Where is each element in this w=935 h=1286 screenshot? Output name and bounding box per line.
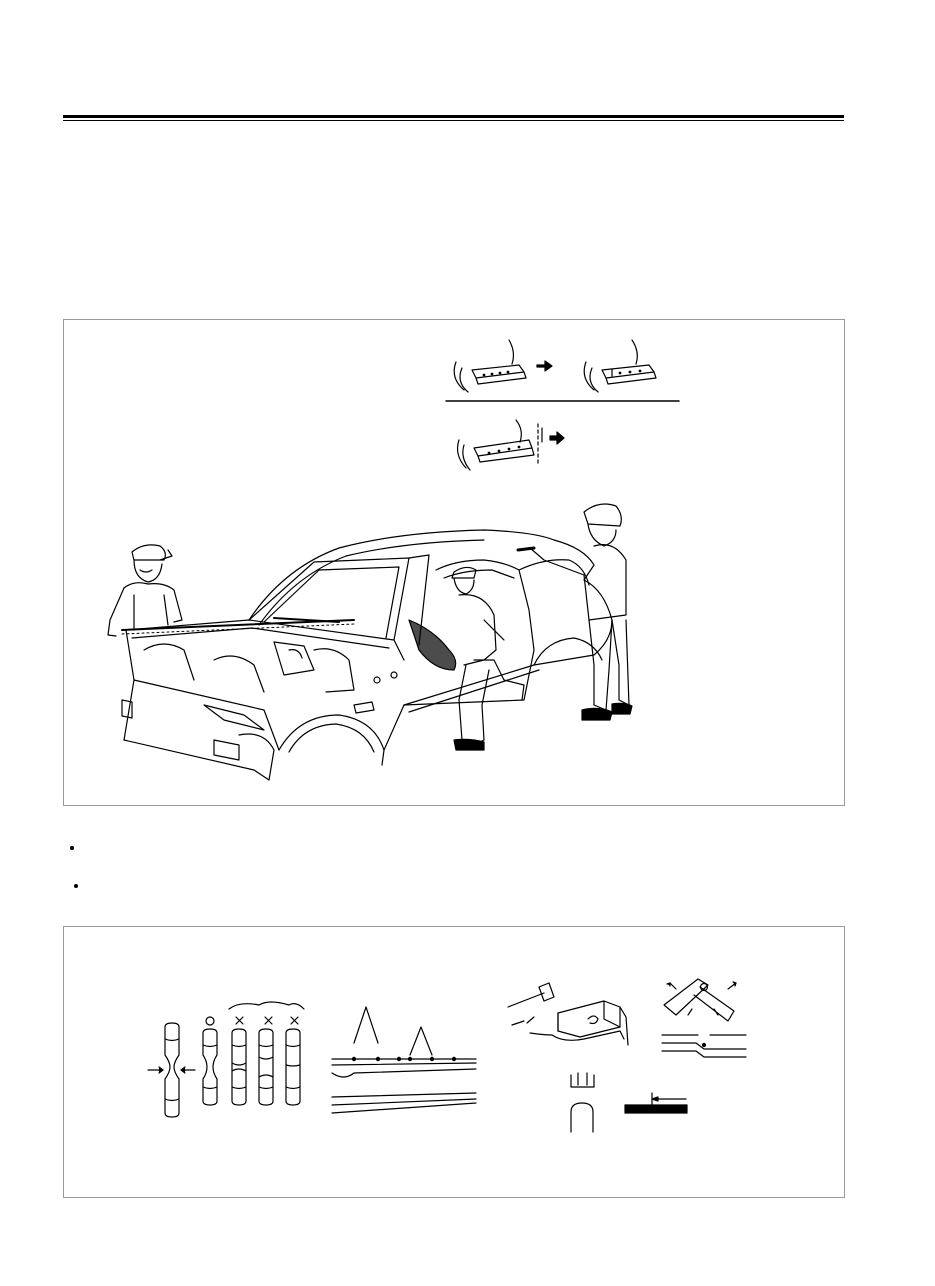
figure-panel-body-repair — [63, 319, 845, 806]
welding-technique-diagrams — [64, 927, 844, 1197]
worker-welding-center — [409, 567, 524, 750]
cross-mark-icon — [236, 1017, 243, 1024]
drill-bit-diagram — [571, 1073, 594, 1132]
circle-mark-icon — [206, 1017, 214, 1025]
worker-grinding-right — [518, 504, 632, 720]
panel-section-step-3 — [458, 420, 542, 470]
bullet-dot — [70, 846, 74, 850]
panel-section-step-1 — [454, 340, 526, 392]
arrow-right-icon — [550, 432, 564, 444]
figure-panel-welding-diagrams — [63, 926, 845, 1198]
car-body-shell — [122, 530, 612, 780]
hammer-chisel-diagram — [508, 983, 628, 1045]
cross-mark-icon — [265, 1017, 272, 1024]
bullet-dot — [74, 884, 78, 888]
arrow-right-icon — [537, 361, 552, 371]
weld-pitch-diagram — [332, 1007, 476, 1113]
header-rule-thin — [63, 120, 844, 121]
body-repair-illustration — [64, 320, 844, 805]
cross-mark-icon — [291, 1017, 298, 1024]
spot-weld-specimen-reference — [148, 1023, 195, 1117]
flange-grinding-diagram — [625, 1093, 687, 1113]
spot-weld-specimens-compare — [203, 1029, 300, 1105]
chisel-cut-diagram — [662, 979, 746, 1057]
bracket-line — [229, 1002, 304, 1009]
worker-measuring-left — [108, 545, 182, 636]
panel-section-step-2 — [584, 340, 656, 392]
header-rule-thick — [63, 115, 844, 118]
